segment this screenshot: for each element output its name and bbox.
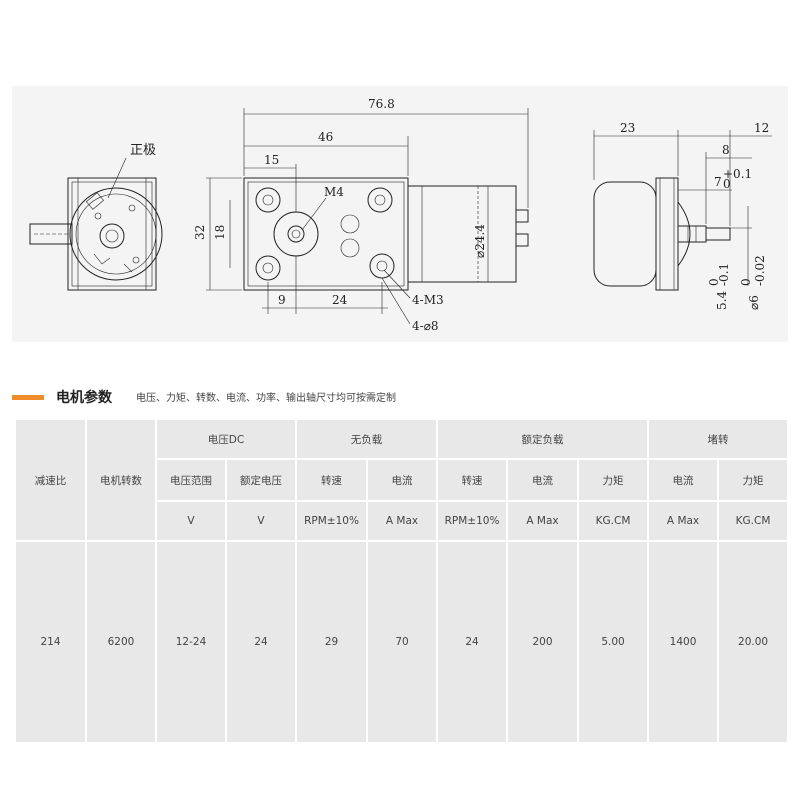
sub-no-load-speed: 转速 (295, 458, 369, 502)
dim-height-32: 32 (193, 225, 207, 240)
table-header-row: 减速比 电机转数 电压DC 无负载 额定负载 堵转 (14, 418, 790, 542)
group-rated-load: 额定负载 (436, 418, 650, 460)
dim-side-8: 8 (722, 143, 730, 157)
col-ratio: 减速比 (14, 418, 87, 542)
unit-cell: A Max (366, 500, 439, 542)
dim-thread-m4: M4 (324, 185, 344, 199)
table-row: 214 6200 12-24 24 29 70 24 200 5.00 1400… (14, 540, 790, 744)
dim-shaft-tol-dn: -0.02 (753, 255, 767, 286)
accent-bar (12, 395, 44, 400)
positive-label: 正极 (130, 143, 156, 158)
dim-flat-5-4: 5.4 (715, 291, 729, 310)
unit-cell: RPM±10% (436, 500, 509, 542)
technical-drawing: 正极 76.8 (12, 86, 788, 342)
cell-no-load-speed: 29 (295, 540, 369, 744)
dim-side-7-tol-up: +0.1 (723, 167, 752, 181)
sub-voltage-range: 电压范围 (155, 458, 227, 502)
dim-screw-m3: 4-M3 (412, 293, 444, 307)
dim-flat-tol-up: 0 (707, 278, 721, 286)
unit-cell: V (155, 500, 227, 542)
dim-holes-8: 4-⌀8 (412, 319, 439, 333)
cell-ratio: 214 (14, 540, 87, 744)
dim-side-23: 23 (620, 121, 635, 135)
cell-rated-speed: 24 (436, 540, 509, 744)
unit-cell: RPM±10% (295, 500, 369, 542)
dim-gear-length: 46 (318, 130, 333, 144)
dim-shaft-6: ⌀6 (747, 295, 761, 310)
group-no-load: 无负载 (295, 418, 439, 460)
cell-rated-torque: 5.00 (577, 540, 650, 744)
sub-rated-voltage: 额定电压 (224, 458, 298, 502)
table-subheader-row: 电压范围 额定电压 转速 电流 转速 电流 力矩 电流 力矩 (15, 458, 790, 502)
cell-stall-torque: 20.00 (717, 540, 790, 744)
dim-spacing-9: 9 (278, 293, 286, 307)
spec-table: 减速比 电机转数 电压DC 无负载 额定负载 堵转 电压范围 额定电压 转速 电… (14, 418, 790, 744)
front-view: 正极 (29, 143, 163, 291)
sub-stall-current: 电流 (647, 458, 720, 502)
dim-side-7-tol-dn: 0 (723, 177, 731, 191)
col-motor-speed: 电机转数 (85, 418, 157, 542)
cell-rated-current: 200 (506, 540, 580, 744)
cell-no-load-current: 70 (366, 540, 439, 744)
group-stall: 堵转 (647, 418, 790, 460)
cell-rated-voltage: 24 (224, 540, 298, 744)
dim-height-18: 18 (213, 225, 227, 240)
dim-flat-tol-dn: -0.1 (717, 263, 731, 286)
dim-side-7: 7 (714, 175, 722, 189)
cell-stall-current: 1400 (647, 540, 720, 744)
sub-no-load-current: 电流 (366, 458, 439, 502)
unit-cell: A Max (506, 500, 580, 542)
sub-rated-speed: 转速 (436, 458, 509, 502)
dim-side-12: 12 (754, 121, 769, 135)
side-view: 23 12 8 7 +0.1 0 5.4 0 -0.1 ⌀6 0 -0.02 (593, 121, 772, 310)
sub-rated-torque: 力矩 (577, 458, 650, 502)
dim-spacing-24: 24 (332, 293, 348, 307)
unit-cell: KG.CM (717, 500, 790, 542)
cell-voltage-range: 12-24 (155, 540, 227, 744)
table-units-row: V V RPM±10% A Max RPM±10% A Max KG.CM A … (15, 500, 790, 542)
dim-shaft-tol-up: 0 (739, 278, 753, 286)
unit-cell: V (224, 500, 298, 542)
section-heading: 电机参数 电压、力矩、转数、电流、功率、输出轴尺寸均可按需定制 (12, 388, 788, 408)
dim-offset-15: 15 (264, 153, 279, 167)
dim-total-length: 76.8 (368, 97, 395, 111)
section-subtitle: 电压、力矩、转数、电流、功率、输出轴尺寸均可按需定制 (136, 393, 396, 404)
unit-cell: KG.CM (577, 500, 650, 542)
sub-rated-current: 电流 (506, 458, 580, 502)
cell-motor-speed: 6200 (85, 540, 157, 744)
section-title: 电机参数 (56, 390, 112, 406)
unit-cell: A Max (647, 500, 720, 542)
group-voltage: 电压DC (154, 418, 298, 460)
top-view: 76.8 46 15 M4 32 18 ⌀24.4 4-M3 (193, 97, 529, 333)
dim-diameter-24-4: ⌀24.4 (473, 224, 487, 258)
sub-stall-torque: 力矩 (717, 458, 790, 502)
